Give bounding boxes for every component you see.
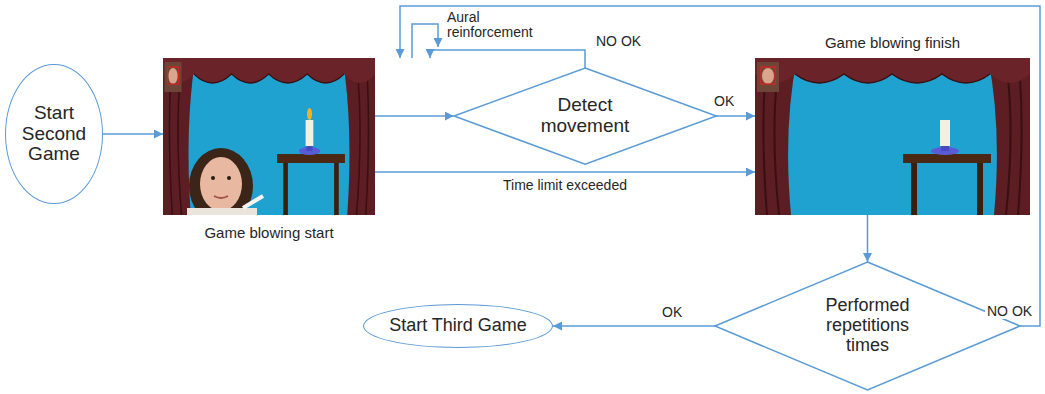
node-text: Detect movement: [529, 95, 641, 137]
decision-diamond: Detect movement: [454, 68, 716, 164]
edge-label: Time limit exceeded: [501, 178, 629, 193]
edge-label: NO OK: [985, 304, 1034, 319]
diamond-shape: [715, 262, 1020, 390]
flow-connector: [553, 325, 715, 327]
flow-connector: [375, 171, 755, 173]
screenshot-caption: Game blowing start: [163, 225, 375, 242]
edge-label: NO OK: [594, 34, 643, 49]
screenshot-frame: Game blowing finish: [755, 58, 1030, 215]
diamond-shape: [454, 68, 716, 164]
flow-connector: [400, 6, 1040, 326]
screenshot-frame: Game blowing start: [163, 58, 375, 215]
flow-connector: [375, 115, 454, 117]
node-text: Start Second Game: [18, 103, 90, 166]
flow-connector: [103, 133, 163, 135]
flow-connector: [430, 50, 585, 68]
note-label: Aural reinforcement: [445, 10, 549, 41]
decision-diamond: Performed repetitions times: [715, 262, 1020, 390]
flow-connector: [867, 215, 869, 262]
screenshot-caption: Game blowing finish: [755, 35, 1030, 52]
node-text: Start Third Game: [389, 316, 527, 336]
edge-label: OK: [712, 94, 736, 109]
node-text: Performed repetitions times: [805, 296, 930, 355]
flow-connector: [716, 115, 755, 117]
end-ellipse: Start Third Game: [363, 304, 553, 348]
start-ellipse: Start Second Game: [5, 64, 103, 205]
game-finish-screenshot: [755, 58, 1030, 215]
edge-label: OK: [660, 305, 684, 320]
game-start-screenshot: [163, 58, 375, 215]
aural-loop: [412, 24, 438, 58]
